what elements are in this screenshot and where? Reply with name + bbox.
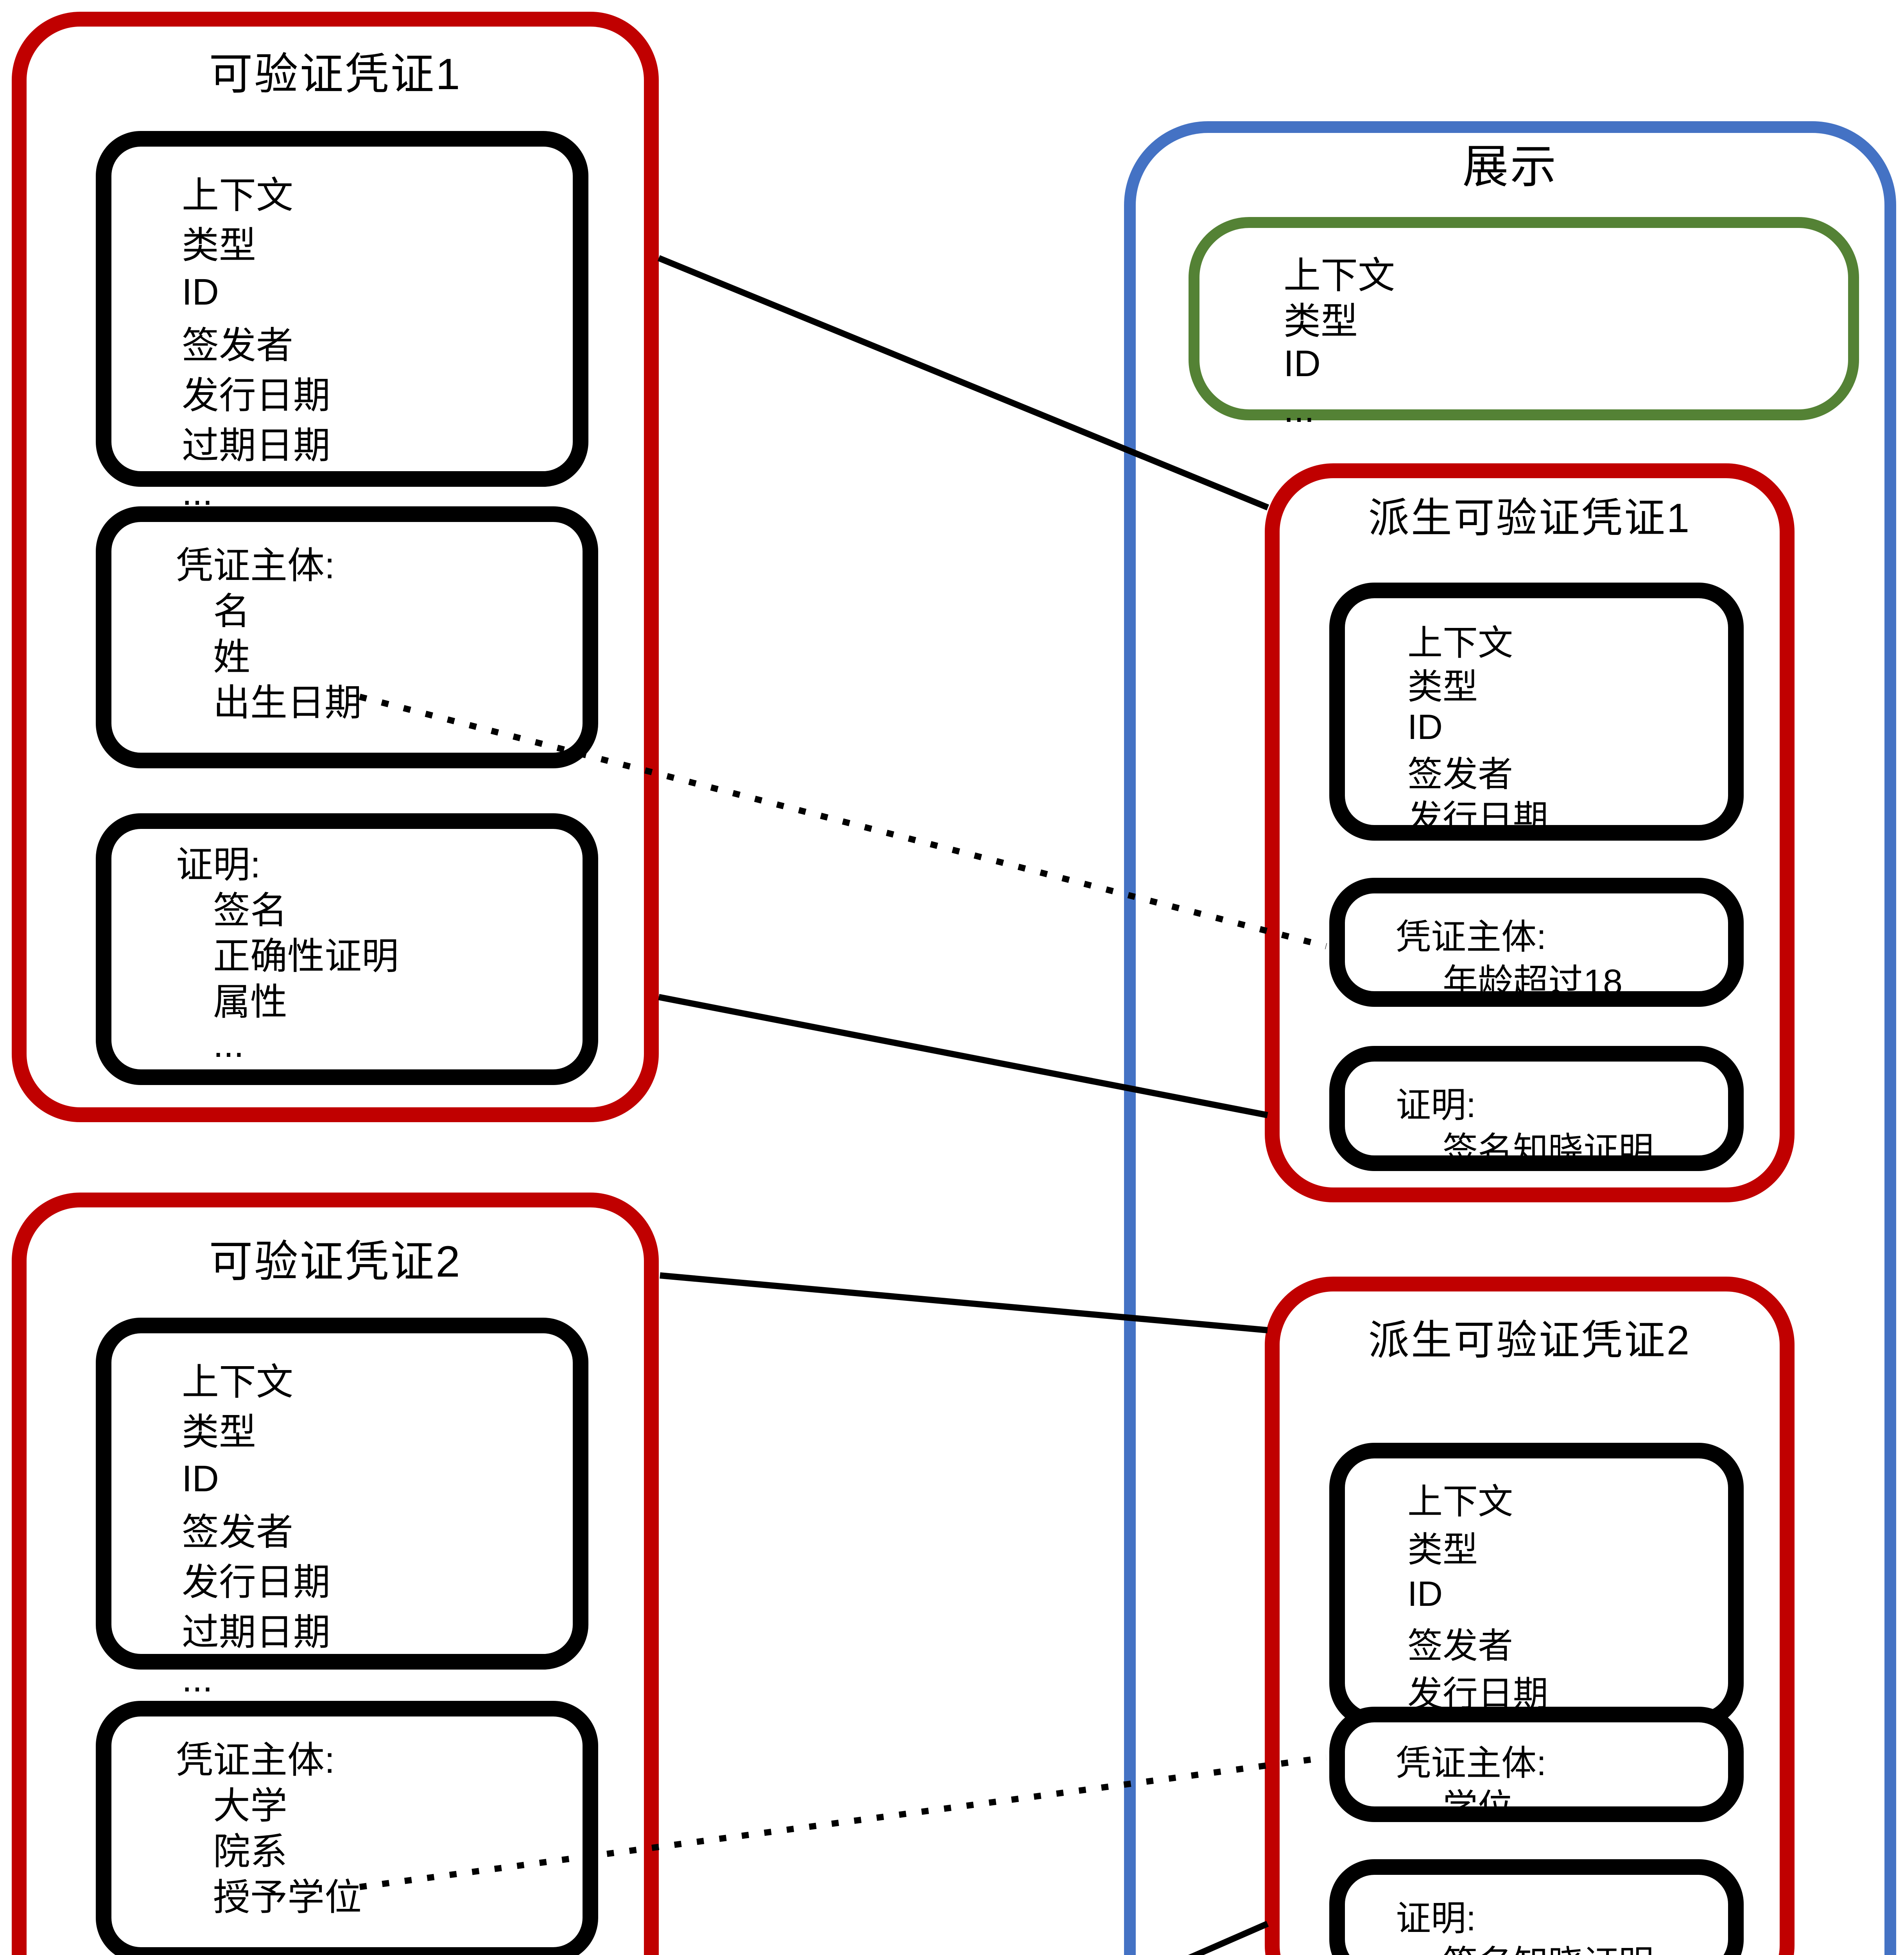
field-row: 类型 [1407, 667, 1478, 707]
field-row: 名 [213, 591, 251, 632]
field-row: 签发者 [182, 1511, 294, 1553]
subject-header: 凭证主体: [1396, 1744, 1547, 1783]
subject-header: 凭证主体: [176, 1740, 335, 1781]
proof-header: 证明: [176, 844, 261, 886]
field-row: 类型 [1284, 301, 1358, 342]
subject-header: 凭证主体: [176, 545, 335, 586]
vc1-metadata-box: 上下文 类型 ID 签发者 发行日期 过期日期 ... [96, 131, 588, 513]
field-row: 上下文 [1284, 255, 1395, 296]
field-row: 上下文 [182, 174, 294, 216]
field-row: 过期日期 [182, 425, 331, 466]
field-row: 类型 [182, 224, 256, 266]
field-row: 上下文 [182, 1361, 294, 1403]
field-row: 姓 [213, 637, 251, 678]
presentation-metadata-box: 上下文 类型 ID ... [1189, 217, 1859, 430]
vc1-title: 可验证凭证1 [209, 50, 462, 99]
field-row: ID [1407, 1575, 1443, 1614]
field-row: 院系 [213, 1831, 288, 1872]
proof-header: 证明: [1396, 1085, 1476, 1125]
field-row: 签名知晓证明 [1396, 1937, 1728, 1955]
field-row: 上下文 [1407, 624, 1513, 663]
field-row: 签名 [213, 890, 288, 931]
dvc2-proof-box: 证明: 签名知晓证明 [1329, 1859, 1744, 1955]
field-row: 发行日期 [182, 375, 331, 416]
field-row: ... [213, 1919, 244, 1955]
field-row: 授予学位 [213, 1877, 362, 1918]
field-row: ... [182, 1658, 213, 1700]
proof-header: 证明: [1396, 1899, 1476, 1938]
field-row: 出生日期 [213, 682, 362, 724]
field-row: ... [213, 725, 244, 766]
subject-header: 凭证主体: [1396, 917, 1547, 957]
vc2-metadata-box: 上下文 类型 ID 签发者 发行日期 过期日期 ... [96, 1318, 588, 1700]
dvc2-metadata-box: 上下文 类型 ID 签发者 发行日期 [1329, 1443, 1744, 1728]
dvc1-metadata-box: 上下文 类型 ID 签发者 发行日期 [1329, 583, 1744, 841]
dvc1-title: 派生可验证凭证1 [1368, 495, 1691, 541]
field-row: 签发者 [1407, 1626, 1513, 1666]
dvc1-proof-box: 证明: 签名知晓证明 [1329, 1046, 1744, 1171]
dvc2-subject-box: 凭证主体: 学位 [1329, 1707, 1744, 1827]
field-row: ... [182, 471, 213, 513]
field-row: 过期日期 [182, 1611, 331, 1653]
field-row: 签名知晓证明 [1443, 1130, 1654, 1170]
vc2-title: 可验证凭证2 [209, 1237, 462, 1286]
field-row: ID [1284, 343, 1321, 384]
field-row: 年龄超过18 [1443, 962, 1623, 1002]
field-row: 大学 [213, 1785, 288, 1827]
field-row: 学位 [1443, 1788, 1513, 1827]
vc2-subject-box: 凭证主体: 大学 院系 授予学位 ... [96, 1701, 598, 1955]
field-row: ID [182, 1458, 219, 1499]
field-row: ID [182, 271, 219, 313]
field-row: 正确性证明 [213, 936, 399, 977]
presentation-title: 展示 [1462, 141, 1558, 193]
field-row: ... [213, 1024, 244, 1065]
field-row: 类型 [182, 1411, 256, 1453]
field-row: 属性 [213, 981, 288, 1023]
field-row: ID [1407, 707, 1443, 747]
field-row: ... [1284, 389, 1315, 430]
field-row: 发行日期 [1407, 799, 1548, 838]
vc1-subject-box: 凭证主体: 名 姓 出生日期 ... [96, 506, 598, 768]
field-row: 签发者 [182, 325, 294, 366]
field-row: 发行日期 [182, 1561, 331, 1603]
field-row: 类型 [1407, 1530, 1478, 1569]
vc1-proof-box: 证明: 签名 正确性证明 属性 ... [96, 813, 598, 1085]
field-row: 签发者 [1407, 755, 1513, 794]
field-row: 上下文 [1407, 1482, 1513, 1521]
dvc1-subject-box: 凭证主体: 年龄超过18 [1329, 878, 1744, 1007]
dvc2-title: 派生可验证凭证2 [1368, 1317, 1691, 1363]
